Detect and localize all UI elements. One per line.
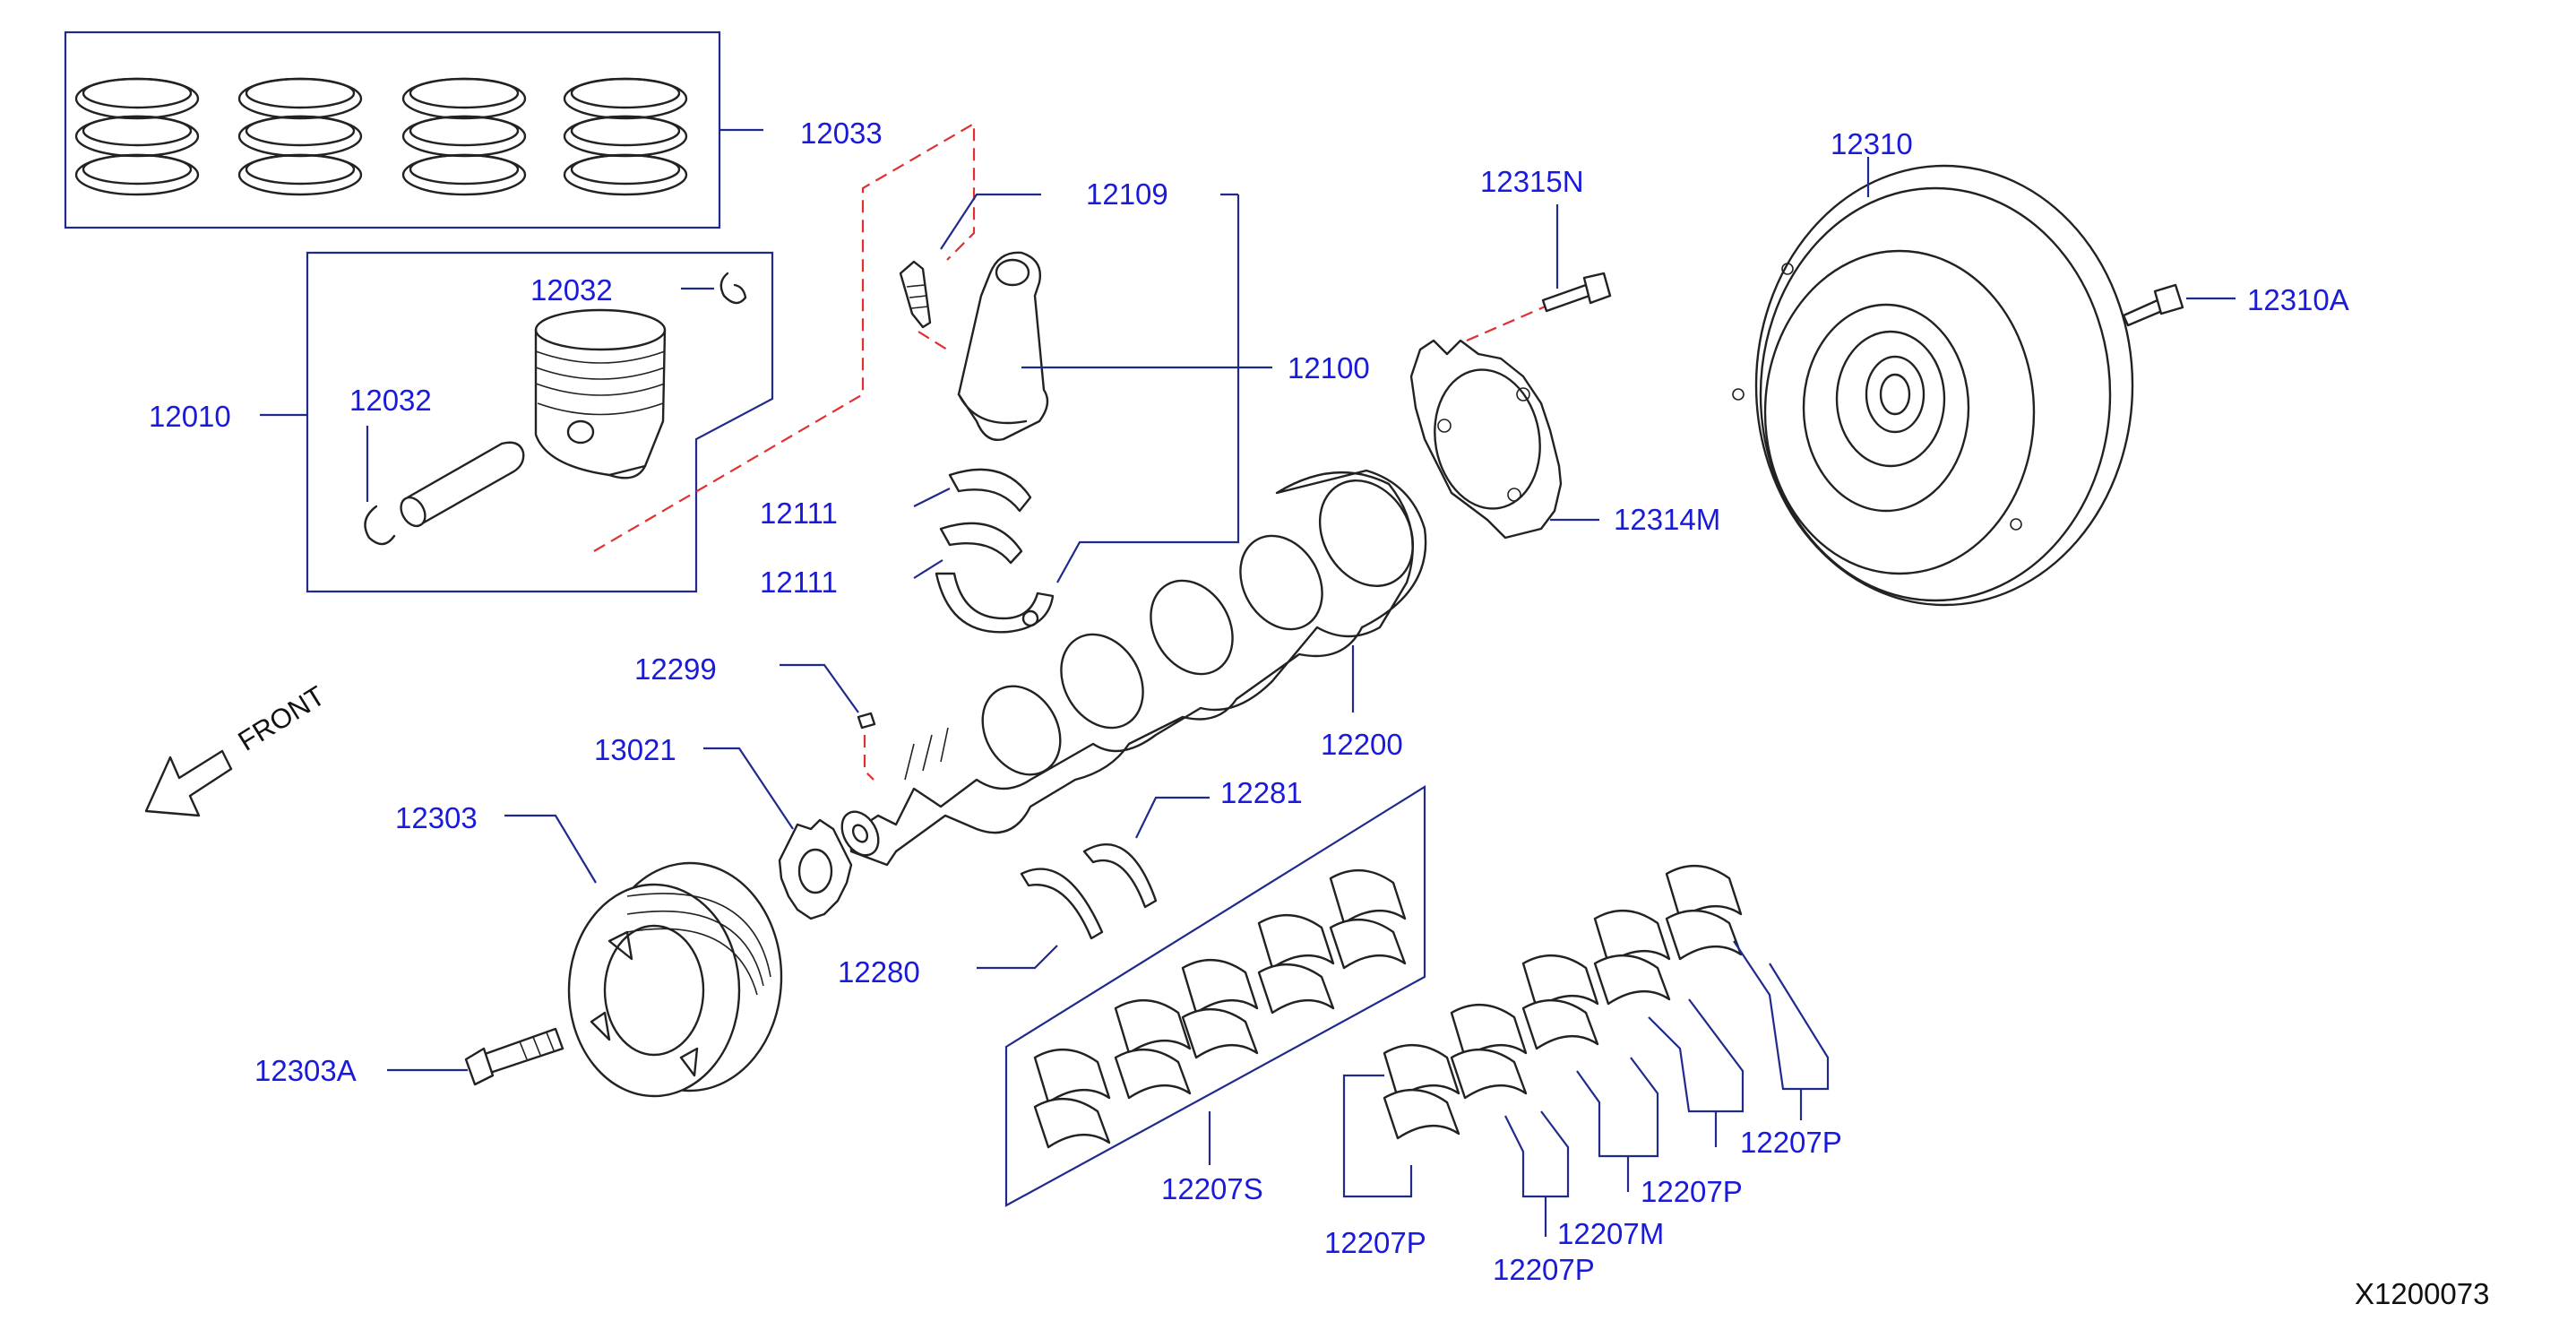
label-12303A[interactable]: 12303A (254, 1054, 357, 1087)
rod-cap (935, 572, 1055, 634)
label-12207P-midright[interactable]: 12207P (1641, 1175, 1743, 1208)
fit-line-plate-bolt (1466, 283, 1596, 342)
connecting-rod[interactable] (899, 251, 1049, 441)
main-bearing-pair-1[interactable] (1342, 1043, 1460, 1198)
label-12207S[interactable]: 12207S (1161, 1172, 1263, 1205)
flywheel[interactable] (1732, 157, 2134, 607)
label-12299[interactable]: 12299 (634, 652, 717, 686)
piston-ring-group-4 (563, 77, 688, 196)
label-12010[interactable]: 12010 (149, 400, 231, 433)
piston-ring-group-2 (237, 77, 363, 196)
fit-line-key (863, 735, 874, 781)
label-12280[interactable]: 12280 (838, 955, 920, 989)
label-12207P-bottom[interactable]: 12207P (1493, 1253, 1595, 1286)
crankshaft-pulley[interactable] (504, 814, 783, 1098)
label-12111-lower[interactable]: 12111 (760, 566, 838, 599)
label-12032-upper[interactable]: 12032 (530, 273, 613, 307)
label-12303[interactable]: 12303 (395, 801, 478, 834)
label-12310[interactable]: 12310 (1831, 127, 1913, 160)
crankshaft-key[interactable] (780, 663, 876, 730)
main-bearing-pair-5[interactable] (1665, 864, 1830, 1120)
label-12207P-left[interactable]: 12207P (1324, 1226, 1426, 1259)
label-12315N[interactable]: 12315N (1480, 165, 1584, 198)
rod-bearing-upper[interactable] (913, 468, 1032, 513)
piston-pin (400, 441, 525, 528)
snap-ring-lower (364, 505, 396, 546)
signal-plate-bolt[interactable] (1541, 204, 1612, 313)
crankshaft[interactable] (834, 463, 1431, 867)
signal-plate[interactable] (1409, 339, 1599, 540)
piston-ring-group-3 (401, 77, 527, 196)
main-bearing-pair-4[interactable] (1593, 909, 1745, 1147)
label-12207P-right[interactable]: 12207P (1740, 1126, 1842, 1159)
main-bearing-pair-3[interactable] (1521, 954, 1659, 1192)
piston-rings-set[interactable] (64, 30, 763, 229)
label-12109[interactable]: 12109 (1086, 177, 1168, 211)
diagram-reference-code: X1200073 (2355, 1277, 2490, 1310)
rod-bolt (899, 260, 932, 329)
piston-box (306, 251, 774, 593)
piston-assembly[interactable] (260, 251, 774, 593)
piston (534, 308, 667, 479)
label-12111-upper[interactable]: 12111 (760, 497, 838, 530)
fit-line-piston-rod (593, 122, 976, 552)
label-12310A[interactable]: 12310A (2247, 283, 2349, 316)
label-12033[interactable]: 12033 (800, 117, 883, 150)
main-bearing-set[interactable] (1004, 785, 1426, 1207)
thrust-washer-upper[interactable] (1082, 796, 1210, 909)
piston-ring-group-1 (74, 77, 200, 196)
main-bearing-pair-2[interactable] (1450, 1003, 1570, 1237)
label-12314M[interactable]: 12314M (1614, 503, 1721, 536)
piston-rings-box (64, 30, 721, 229)
rod-bearing-lower[interactable] (913, 522, 1023, 579)
thrust-washer-lower[interactable] (977, 868, 1104, 970)
snap-ring-upper (719, 272, 747, 305)
flywheel-bolt[interactable] (2122, 283, 2236, 327)
label-12100[interactable]: 12100 (1288, 351, 1370, 384)
label-12200[interactable]: 12200 (1321, 728, 1403, 761)
pulley-bolt[interactable] (387, 1027, 564, 1086)
label-12032-lower[interactable]: 12032 (349, 384, 432, 417)
label-12207M[interactable]: 12207M (1557, 1217, 1665, 1250)
front-arrow-icon (144, 749, 233, 817)
label-13021[interactable]: 13021 (594, 733, 676, 766)
crankshaft-sprocket[interactable] (703, 747, 853, 920)
label-12281[interactable]: 12281 (1220, 776, 1303, 809)
